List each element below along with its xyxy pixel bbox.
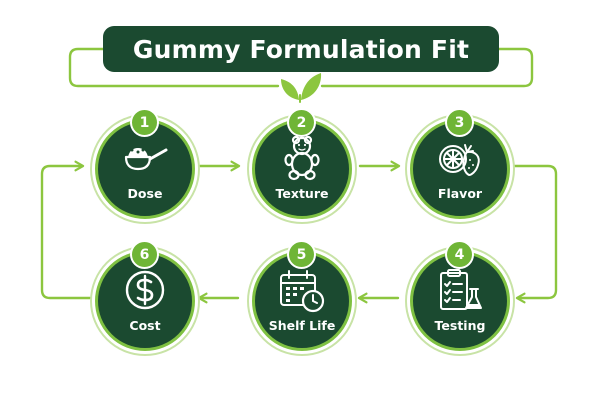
calendar-clock-icon bbox=[277, 267, 327, 313]
step-label: Dose bbox=[127, 186, 163, 201]
scoop-icon bbox=[120, 135, 170, 181]
fruit-icon bbox=[435, 135, 485, 181]
step-number-badge: 5 bbox=[287, 240, 316, 269]
arrow-cost-to-dose bbox=[40, 160, 92, 300]
step-number-badge: 1 bbox=[130, 108, 159, 137]
dollar-icon bbox=[120, 267, 170, 313]
step-shelf-life: Shelf Life bbox=[252, 251, 352, 351]
step-label: Cost bbox=[129, 318, 161, 333]
step-number-badge: 6 bbox=[130, 240, 159, 269]
clipboard-flask-icon bbox=[435, 267, 485, 313]
title-banner: Gummy Formulation Fit bbox=[103, 26, 499, 72]
step-number-badge: 2 bbox=[287, 108, 316, 137]
leaf-icon bbox=[276, 69, 324, 103]
arrow-flavor-to-testing bbox=[506, 164, 558, 304]
title-bracket-right bbox=[320, 47, 534, 88]
step-number-badge: 4 bbox=[445, 240, 474, 269]
gummy-bear-icon bbox=[277, 135, 327, 181]
title-bracket-left bbox=[68, 47, 280, 88]
step-label: Texture bbox=[275, 186, 329, 201]
step-number-badge: 3 bbox=[445, 108, 474, 137]
step-label: Flavor bbox=[437, 186, 483, 201]
diagram-title: Gummy Formulation Fit bbox=[132, 34, 470, 64]
step-label: Testing bbox=[434, 318, 486, 333]
step-label: Shelf Life bbox=[268, 318, 336, 333]
